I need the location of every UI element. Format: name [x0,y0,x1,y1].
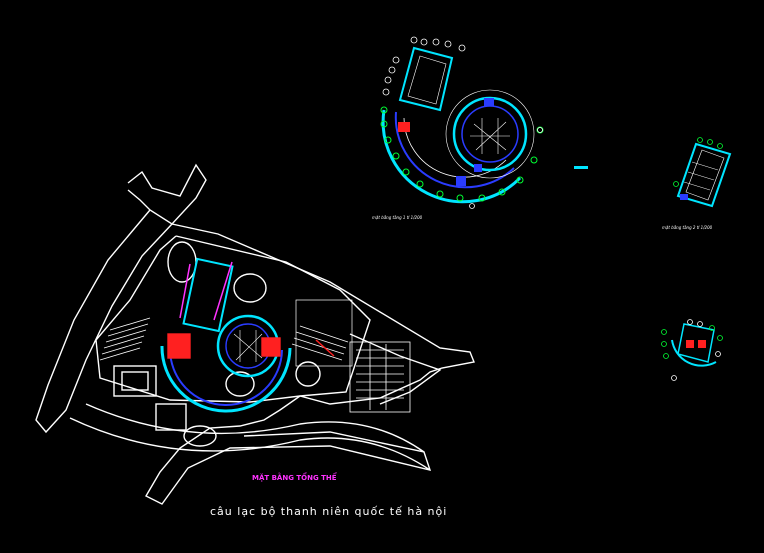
road-west [35,209,173,434]
road-south-curve [69,417,431,471]
plaza-hatch [291,299,353,367]
floor1-marker [574,166,588,169]
road-top-left [127,163,207,225]
floor1-grid-bubbles [380,106,544,202]
garden-oval-1 [167,241,197,283]
garden-oval-2 [233,273,267,303]
site-boundary [145,223,475,505]
inner-boundary [95,235,371,403]
site-plan [35,163,475,505]
floor2-plan [673,137,732,208]
small-plan [661,319,723,381]
garden-oval-3 [225,371,255,397]
site-building [160,257,335,413]
garden-oval-4 [183,425,217,447]
floor2-plan-label: mặt bằng tầng 2 tl 1/200 [662,225,713,230]
drawing-main-title: câu lạc bộ thanh niên quốc tế hà nội [210,505,448,518]
road-east [349,333,442,405]
round-plaza [295,361,321,387]
court-1 [113,365,157,397]
floor1-plan-label: mặt bằng tầng 1 tl 1/200 [372,215,423,220]
court-1-inner [121,371,149,391]
parking-lot [349,341,411,413]
site-plan-title: MẶT BẰNG TỔNG THỂ [252,474,337,482]
road-south-curve-inner [85,403,425,453]
court-2 [155,403,187,431]
floor1-plan [380,36,544,209]
west-stripes [99,317,151,361]
